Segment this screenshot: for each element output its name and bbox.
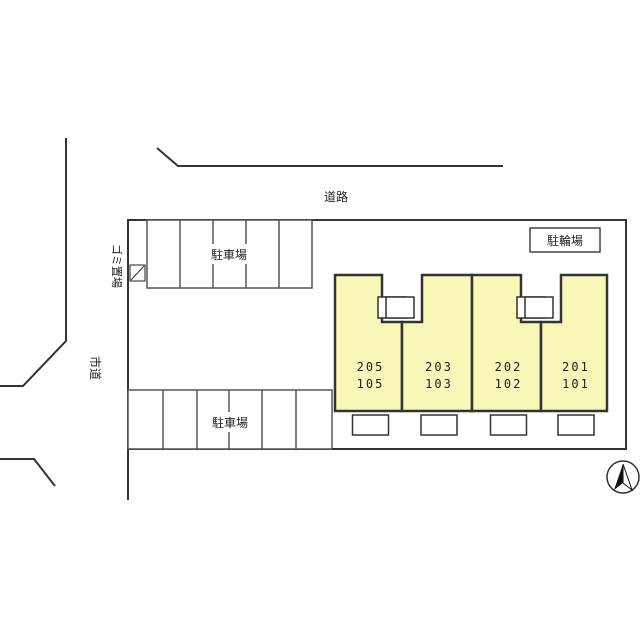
unit-block-3 (539, 273, 609, 413)
unit-number-lower: 103 (425, 377, 453, 391)
city-road-label: 市道 (88, 356, 103, 380)
unit-number-lower: 102 (495, 377, 523, 391)
entrance-box-3 (524, 296, 554, 319)
bike-parking (529, 227, 601, 253)
site-boundary (127, 219, 627, 500)
road-top-label: 道路 (324, 189, 348, 204)
entrance-box-1 (385, 296, 415, 319)
unit-number-lower: 105 (357, 377, 385, 391)
parking-top-label: 駐車場 (211, 247, 247, 262)
bike-parking-label: 駐輪場 (547, 233, 583, 248)
balcony-1 (420, 414, 458, 436)
north-arrow-icon (606, 460, 640, 494)
balcony-2 (489, 414, 528, 436)
road-edge-left-lower (0, 458, 56, 487)
apartment-building: 205 105 203 103 202 102 201 101 (333, 273, 609, 436)
unit-number-lower: 101 (562, 377, 590, 391)
unit-number-upper: 201 (562, 360, 590, 374)
unit-number-upper: 205 (357, 360, 385, 374)
balcony-3 (557, 414, 595, 436)
unit-number-upper: 202 (495, 360, 523, 374)
parking-bottom-label: 駐車場 (212, 415, 248, 430)
road-edge-top (156, 147, 503, 167)
balcony-0 (351, 414, 390, 436)
garbage-area-label: ゴミ置場 (110, 244, 124, 288)
road-edge-left-upper (0, 138, 67, 387)
unit-number-upper: 203 (425, 360, 453, 374)
